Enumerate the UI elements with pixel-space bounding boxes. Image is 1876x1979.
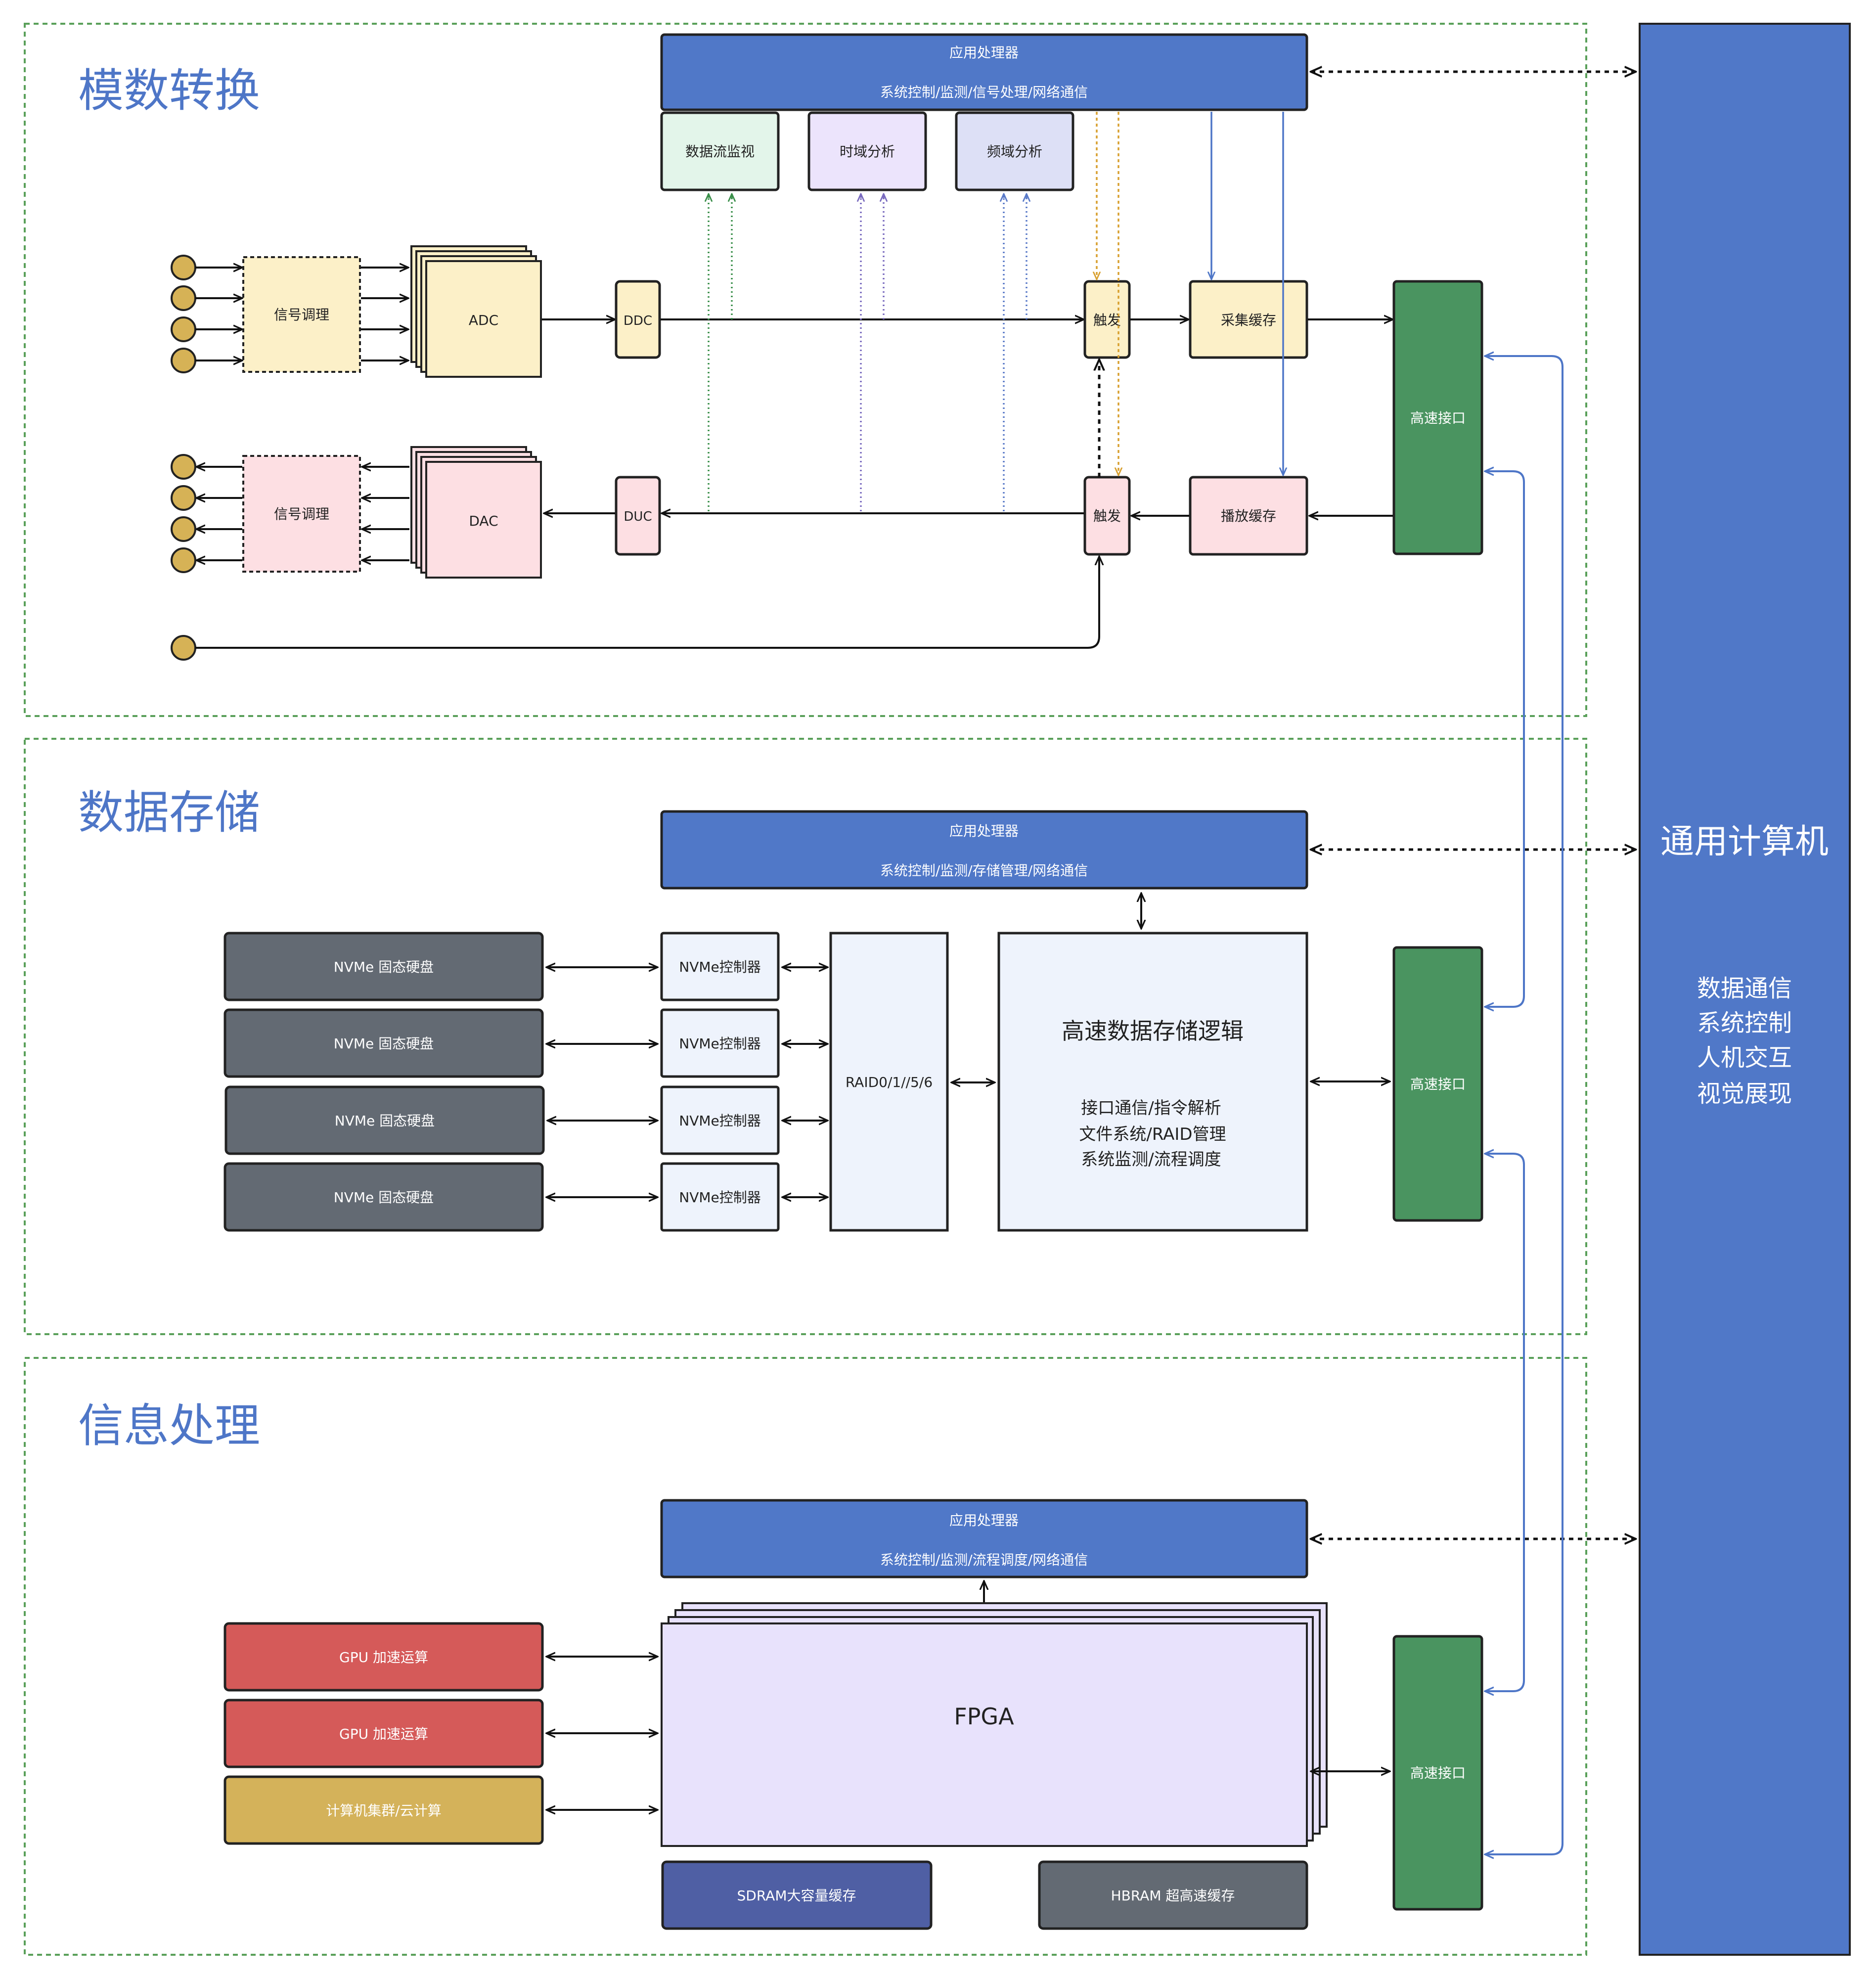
ad-app-processor-subtitle: 系统控制/监测/信号处理/网络通信 — [880, 84, 1088, 100]
gpu-accelerator-label: GPU 加速运算 — [339, 1726, 428, 1742]
nvme-controller: NVMe控制器 — [660, 1162, 780, 1232]
nvme-disk: NVMe 固态硬盘 — [224, 1085, 545, 1155]
gpu-accelerator: GPU 加速运算 — [223, 1622, 544, 1692]
fpga-label: FPGA — [954, 1703, 1014, 1730]
gc-function-item: 数据通信 — [1697, 975, 1792, 1002]
adc-stack: ADC — [410, 245, 542, 378]
adc-label: ADC — [469, 312, 498, 328]
nvme-disk-label: NVMe 固态硬盘 — [335, 1113, 435, 1129]
storage-hs-interface: 高速接口 — [1392, 946, 1483, 1222]
nvme-disk: NVMe 固态硬盘 — [223, 1008, 544, 1078]
storage-app-processor-title: 应用处理器 — [949, 823, 1019, 839]
trigger-bottom-block: 触发 — [1083, 476, 1131, 556]
cluster-cloud-compute-label: 计算机集群/云计算 — [326, 1802, 441, 1819]
freq-domain-analysis-box: 频域分析 — [955, 111, 1074, 191]
storage-logic-block: 高速数据存储逻辑 接口通信/指令解析 文件系统/RAID管理 系统监测/流程调度 — [997, 932, 1308, 1232]
dac-label: DAC — [469, 513, 498, 529]
storage-app-processor-subtitle: 系统控制/监测/存储管理/网络通信 — [880, 862, 1088, 879]
processing-app-processor-subtitle: 系统控制/监测/流程调度/网络通信 — [880, 1552, 1088, 1568]
general-computer-panel — [1639, 23, 1851, 1956]
gc-function-item: 视觉展现 — [1697, 1080, 1792, 1108]
storage-app-processor: 应用处理器 系统控制/监测/存储管理/网络通信 — [660, 810, 1308, 890]
hs-interface-link — [1485, 471, 1525, 1007]
gc-function-item: 人机交互 — [1697, 1044, 1792, 1072]
fpga-stack: FPGA — [661, 1602, 1328, 1847]
ad-section-title: 模数转换 — [78, 64, 260, 117]
nvme-controller: NVMe控制器 — [660, 932, 780, 1001]
storage-hs-interface-label: 高速接口 — [1410, 1076, 1466, 1092]
nvme-controller: NVMe控制器 — [660, 1085, 780, 1155]
hs-interface-link — [1485, 356, 1563, 1854]
freq-domain-analysis-label: 频域分析 — [987, 143, 1042, 160]
storage-logic-line: 文件系统/RAID管理 — [1079, 1124, 1226, 1144]
ad-hs-interface: 高速接口 — [1392, 280, 1483, 555]
gc-function-item: 系统控制 — [1697, 1009, 1792, 1037]
acquisition-buffer-block: 采集缓存 — [1189, 280, 1308, 359]
output-signal-conditioning-label: 信号调理 — [274, 506, 329, 522]
duc-block: DUC — [615, 476, 661, 556]
hbram-buffer-label: HBRAM 超高速缓存 — [1111, 1888, 1235, 1904]
ad-hs-interface-label: 高速接口 — [1410, 410, 1466, 426]
nvme-controller-label: NVMe控制器 — [679, 1113, 761, 1129]
dac-stack: DAC — [410, 446, 542, 579]
input-connectors — [171, 255, 196, 373]
processing-section-frame — [24, 1357, 1587, 1956]
general-computer-title: 通用计算机 — [1660, 822, 1829, 861]
nvme-disk-label: NVMe 固态硬盘 — [334, 1035, 434, 1052]
trigger-bottom-label: 触发 — [1093, 508, 1121, 524]
ddc-label: DDC — [624, 314, 652, 328]
trace-freq-domain — [1003, 194, 1027, 511]
raid-block: RAID0/1//5/6 — [829, 932, 949, 1232]
processing-hs-interface: 高速接口 — [1392, 1635, 1483, 1911]
sdram-buffer-label: SDRAM大容量缓存 — [737, 1888, 856, 1904]
trace-data-flow — [708, 194, 733, 511]
nvme-controller-label: NVMe控制器 — [679, 1189, 761, 1206]
raid-label: RAID0/1//5/6 — [846, 1074, 933, 1090]
duc-label: DUC — [624, 509, 652, 524]
external-trigger-connector — [171, 635, 196, 661]
gpu-accelerator-label: GPU 加速运算 — [339, 1649, 428, 1665]
trigger-top-block: 触发 — [1083, 280, 1131, 359]
output-signal-conditioning: 信号调理 — [242, 455, 361, 573]
nvme-disk: NVMe 固态硬盘 — [223, 932, 544, 1001]
hbram-buffer: HBRAM 超高速缓存 — [1038, 1860, 1308, 1930]
gpu-accelerator: GPU 加速运算 — [223, 1699, 544, 1768]
storage-logic-line: 接口通信/指令解析 — [1081, 1098, 1221, 1118]
nvme-disk: NVMe 固态硬盘 — [223, 1162, 544, 1232]
ddc-block: DDC — [615, 280, 661, 359]
ad-app-processor-title: 应用处理器 — [949, 45, 1019, 61]
trace-time-domain — [860, 194, 885, 511]
hs-interface-link — [1485, 1154, 1525, 1691]
ad-section-frame — [24, 23, 1587, 717]
data-flow-monitor-label: 数据流监视 — [685, 143, 755, 160]
nvme-controller-label: NVMe控制器 — [679, 959, 761, 975]
input-signal-conditioning-label: 信号调理 — [274, 307, 329, 323]
acquisition-buffer-label: 采集缓存 — [1221, 312, 1276, 328]
cluster-cloud-compute: 计算机集群/云计算 — [223, 1775, 544, 1845]
data-flow-monitor-box: 数据流监视 — [660, 111, 780, 191]
playback-buffer-label: 播放缓存 — [1221, 508, 1276, 524]
output-connectors — [171, 454, 196, 573]
processing-app-processor-title: 应用处理器 — [949, 1512, 1019, 1529]
nvme-controller-label: NVMe控制器 — [679, 1035, 761, 1052]
sdram-buffer: SDRAM大容量缓存 — [661, 1860, 933, 1930]
storage-logic-line: 系统监测/流程调度 — [1081, 1150, 1221, 1169]
storage-section-frame — [24, 738, 1587, 1335]
processing-hs-interface-label: 高速接口 — [1410, 1765, 1466, 1781]
input-signal-conditioning: 信号调理 — [242, 256, 361, 373]
processing-section-title: 信息处理 — [78, 1399, 260, 1452]
nvme-controller: NVMe控制器 — [660, 1008, 780, 1078]
nvme-disk-label: NVMe 固态硬盘 — [334, 959, 434, 975]
processing-app-processor: 应用处理器 系统控制/监测/流程调度/网络通信 — [660, 1499, 1308, 1578]
time-domain-analysis-label: 时域分析 — [840, 143, 895, 160]
ad-app-processor: 应用处理器 系统控制/监测/信号处理/网络通信 — [660, 33, 1308, 111]
nvme-disk-label: NVMe 固态硬盘 — [334, 1189, 434, 1206]
storage-section-title: 数据存储 — [78, 786, 260, 839]
time-domain-analysis-box: 时域分析 — [807, 111, 927, 191]
storage-logic-title: 高速数据存储逻辑 — [1062, 1018, 1244, 1044]
playback-buffer-block: 播放缓存 — [1189, 476, 1308, 556]
trigger-top-label: 触发 — [1093, 312, 1121, 328]
